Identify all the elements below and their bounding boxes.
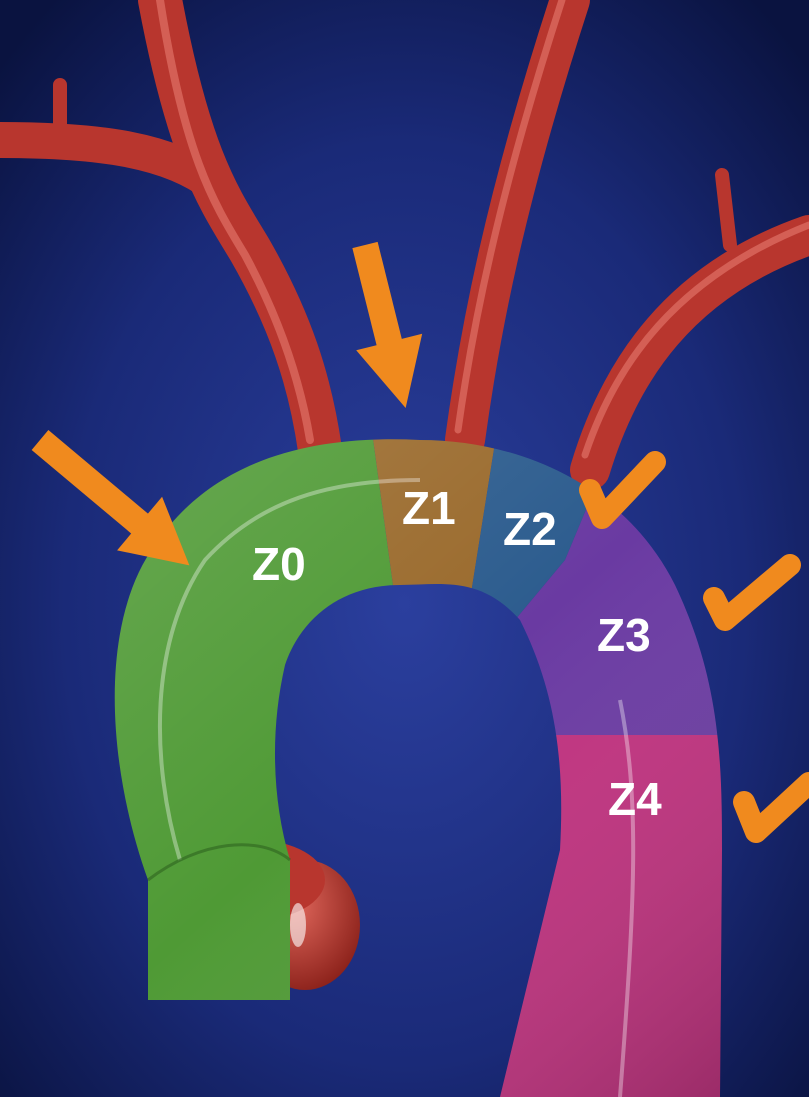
zone-label-z2: Z2	[503, 503, 557, 555]
zone-label-z3: Z3	[597, 609, 651, 661]
small-branch-right	[722, 175, 730, 245]
zone-label-z0: Z0	[252, 538, 306, 590]
zone-label-z4: Z4	[608, 773, 662, 825]
zone-label-z1: Z1	[402, 482, 456, 534]
